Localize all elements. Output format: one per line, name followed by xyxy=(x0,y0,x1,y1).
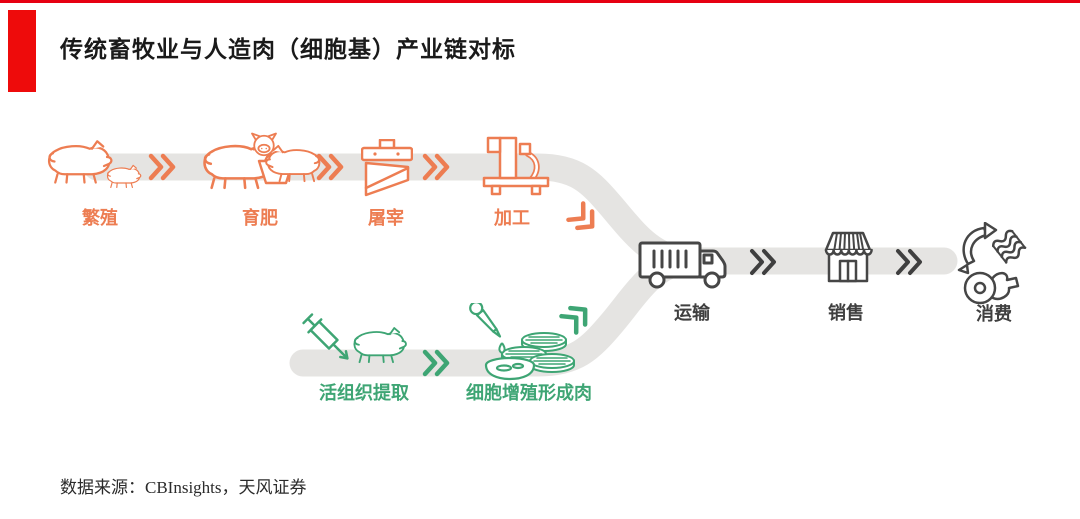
stage-label-tissue-extraction: 活组织提取 xyxy=(319,383,409,403)
truck-icon xyxy=(638,241,727,289)
syringe-and-pig-icon xyxy=(302,313,407,364)
meat-products-icon xyxy=(957,222,1027,305)
meat-processing-machine-icon xyxy=(482,136,550,196)
storefront-icon xyxy=(824,231,873,283)
stage-label-consumption: 消费 xyxy=(976,304,1012,324)
top-red-line xyxy=(0,0,1080,3)
stage-label-processing: 加工 xyxy=(494,208,530,228)
stage-label-transport: 运输 xyxy=(674,303,710,323)
stage-label-sales: 销售 xyxy=(828,303,864,323)
stage-label-slaughter: 屠宰 xyxy=(368,208,404,228)
stage-label-breeding: 繁殖 xyxy=(82,208,118,228)
page-title: 传统畜牧业与人造肉（细胞基）产业链对标 xyxy=(60,36,516,62)
pipette-petri-dish-icon xyxy=(469,303,575,381)
chevron-icon xyxy=(568,203,599,234)
pigs-feeding-trough-icon xyxy=(203,132,321,190)
sow-with-piglet-icon xyxy=(47,140,142,189)
red-accent-block xyxy=(8,10,36,92)
stage-label-fattening: 育肥 xyxy=(242,208,278,228)
slaughter-blade-icon xyxy=(361,139,413,197)
data-source: 数据来源：CBInsights，天风证券 xyxy=(60,478,307,497)
stage-label-cell-proliferation: 细胞增殖形成肉 xyxy=(466,383,592,403)
